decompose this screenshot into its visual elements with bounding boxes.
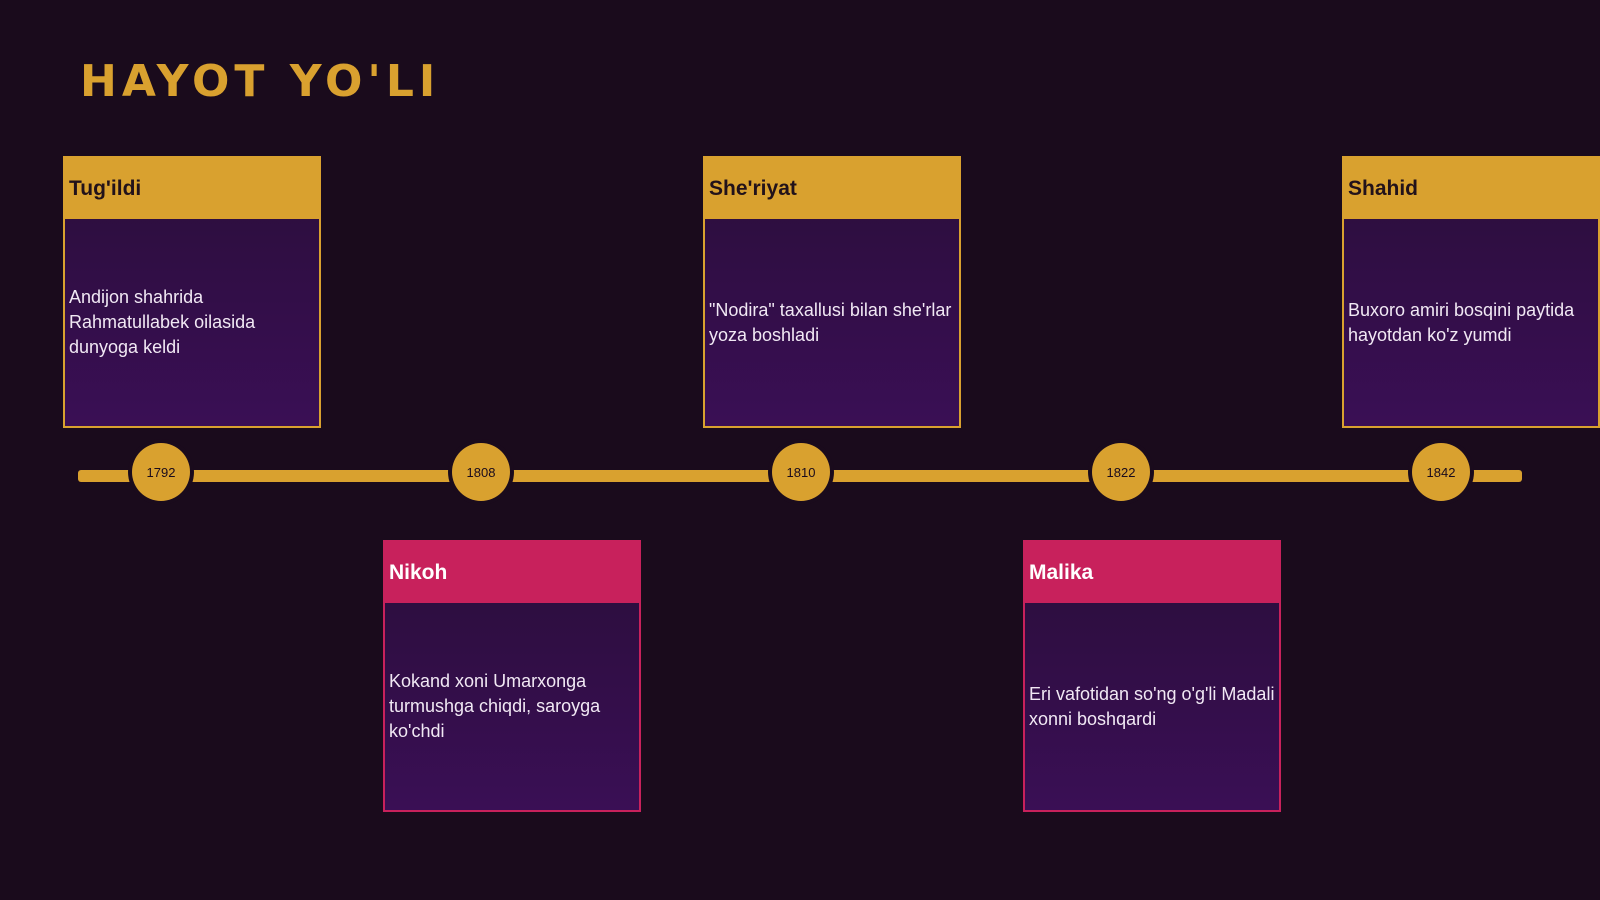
event-card-marriage: Nikoh Kokand xoni Umarxonga turmushga ch… — [383, 540, 641, 812]
event-title: Tug'ildi — [65, 158, 319, 219]
page-title: HAYOT YO'LI — [80, 56, 441, 107]
event-card-poetry: She'riyat "Nodira" taxallusi bilan she'r… — [703, 156, 961, 428]
year-marker-1810: 1810 — [772, 443, 830, 501]
event-card-born: Tug'ildi Andijon shahrida Rahmatullabek … — [63, 156, 321, 428]
event-title: Malika — [1025, 542, 1279, 603]
event-description: "Nodira" taxallusi bilan she'rlar yoza b… — [709, 299, 952, 345]
event-description: Kokand xoni Umarxonga turmushga chiqdi, … — [389, 671, 601, 741]
year-marker-1792: 1792 — [132, 443, 190, 501]
event-description: Andijon shahrida Rahmatullabek oilasida … — [69, 287, 256, 357]
year-marker-1822: 1822 — [1092, 443, 1150, 501]
event-description: Buxoro amiri bosqini paytida hayotdan ko… — [1348, 299, 1575, 345]
event-card-martyr: Shahid Buxoro amiri bosqini paytida hayo… — [1342, 156, 1600, 428]
year-marker-1842: 1842 — [1412, 443, 1470, 501]
year-marker-1808: 1808 — [452, 443, 510, 501]
event-card-queen: Malika Eri vafotidan so'ng o'g'li Madali… — [1023, 540, 1281, 812]
event-description: Eri vafotidan so'ng o'g'li Madali xonni … — [1029, 683, 1275, 729]
event-title: Shahid — [1344, 158, 1598, 219]
event-title: Nikoh — [385, 542, 639, 603]
event-title: She'riyat — [705, 158, 959, 219]
